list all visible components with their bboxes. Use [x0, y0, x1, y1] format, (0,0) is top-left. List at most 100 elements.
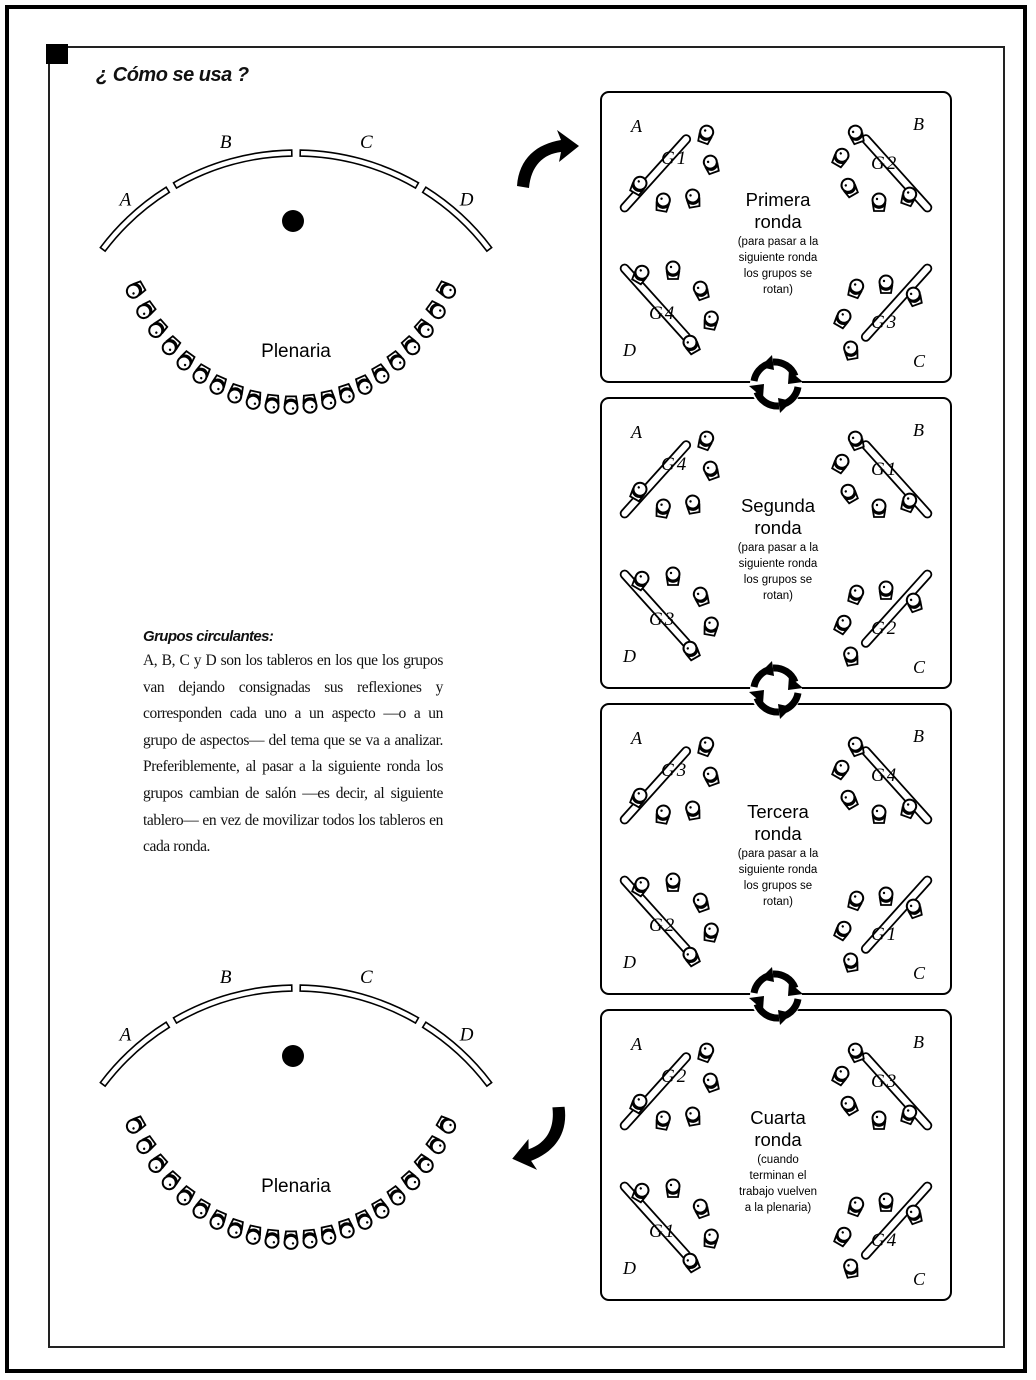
- description-body: A, B, C y D son los tableros en los que …: [143, 652, 443, 856]
- content-frame: [48, 46, 1005, 1348]
- person-icon: [665, 872, 681, 892]
- plenary-label: Plenaria: [261, 1176, 331, 1197]
- person-icon: [319, 1224, 338, 1247]
- board-letter-c: C: [913, 1269, 926, 1289]
- person-icon: [871, 804, 887, 824]
- description-block: Grupos circulantes: A, B, C y D son los …: [143, 626, 443, 861]
- board-c-bar: [860, 1181, 933, 1260]
- person-icon: [283, 1230, 299, 1250]
- round-note-line: (para pasar a la: [738, 542, 819, 554]
- board-label-d: D: [459, 1024, 474, 1045]
- board-letter-c: C: [913, 963, 926, 983]
- round-note-line: los grupos se: [744, 880, 812, 892]
- person-icon: [336, 1217, 357, 1241]
- board-c: [299, 984, 420, 1025]
- person-icon: [123, 1114, 148, 1137]
- person-icon: [319, 389, 338, 412]
- board-letter-b: B: [913, 726, 924, 746]
- round-note-line: los grupos se: [744, 268, 812, 280]
- board-label-a: A: [118, 189, 132, 210]
- person-icon: [190, 1197, 213, 1222]
- person-icon: [878, 886, 894, 906]
- person-icon: [173, 349, 197, 374]
- board-letter-d: D: [622, 340, 636, 360]
- board-c-bar: [860, 569, 933, 648]
- round-title-line: ronda: [754, 823, 802, 844]
- description-title: Grupos circulantes:: [143, 628, 274, 645]
- round-note-line: siguiente ronda: [739, 864, 818, 876]
- group-label-c: G1: [871, 924, 898, 945]
- round-note-line: rotan): [763, 896, 793, 908]
- board-c-bar: [860, 263, 933, 342]
- person-icon: [871, 1110, 887, 1130]
- group-label-a: G3: [661, 760, 688, 781]
- arrow-to-rounds: [517, 130, 579, 188]
- person-icon: [871, 192, 887, 212]
- round-note-line: (para pasar a la: [738, 848, 819, 860]
- person-icon: [399, 1169, 423, 1193]
- arrow-to-plenary: [503, 1104, 577, 1175]
- board-label-b: B: [220, 967, 232, 988]
- person-icon: [424, 1133, 449, 1157]
- board-a: [99, 186, 171, 253]
- group-label-a: G4: [661, 454, 688, 475]
- round-note-line: a la plenaria): [745, 1202, 812, 1214]
- person-icon: [385, 349, 409, 374]
- person-icon: [412, 1152, 437, 1176]
- round-note-line: siguiente ronda: [739, 252, 818, 264]
- board-a: [99, 1021, 171, 1088]
- board-b: [172, 984, 293, 1025]
- group-label-d: G4: [649, 303, 676, 324]
- board-label-d: D: [459, 189, 474, 210]
- board-label-c: C: [360, 967, 373, 988]
- person-icon: [878, 580, 894, 600]
- board-letter-a: A: [630, 728, 643, 748]
- group-label-b: G3: [871, 1071, 898, 1092]
- group-label-a: G2: [661, 1066, 688, 1087]
- round-note-line: los grupos se: [744, 574, 812, 586]
- person-icon: [336, 382, 357, 406]
- board-letter-b: B: [913, 420, 924, 440]
- person-icon: [244, 1224, 263, 1247]
- round-title-line: Tercera: [747, 801, 809, 822]
- person-icon: [207, 373, 229, 397]
- person-icon: [871, 498, 887, 518]
- board-letter-b: B: [913, 114, 924, 134]
- corner-marker: [46, 44, 68, 64]
- person-icon: [665, 260, 681, 280]
- board-d: [421, 186, 493, 253]
- person-icon: [159, 334, 183, 358]
- speaker-dot: [282, 1045, 304, 1067]
- plenary-label: Plenaria: [261, 341, 331, 362]
- group-label-d: G1: [649, 1221, 676, 1242]
- person-icon: [173, 1184, 197, 1209]
- person-icon: [412, 317, 437, 341]
- round-title-line: ronda: [754, 211, 802, 232]
- person-icon: [424, 298, 449, 322]
- person-icon: [244, 389, 263, 412]
- group-label-c: G2: [871, 618, 898, 639]
- round-title-line: Segunda: [741, 495, 816, 516]
- group-label-b: G2: [871, 153, 898, 174]
- person-icon: [434, 1114, 459, 1137]
- round-note-line: rotan): [763, 590, 793, 602]
- group-label-c: G4: [871, 1230, 898, 1251]
- person-icon: [385, 1184, 409, 1209]
- group-label-d: G3: [649, 609, 676, 630]
- speaker-dot: [282, 210, 304, 232]
- board-letter-a: A: [630, 1034, 643, 1054]
- page-heading: ¿ Cómo se usa ?: [96, 64, 249, 86]
- person-icon: [225, 382, 246, 406]
- board-letter-d: D: [622, 1258, 636, 1278]
- round-title-line: Primera: [746, 189, 811, 210]
- page-border: [5, 5, 1027, 1373]
- board-c-bar: [860, 875, 933, 954]
- person-icon: [369, 362, 392, 387]
- round-note-line: (para pasar a la: [738, 236, 819, 248]
- group-label-c: G3: [871, 312, 898, 333]
